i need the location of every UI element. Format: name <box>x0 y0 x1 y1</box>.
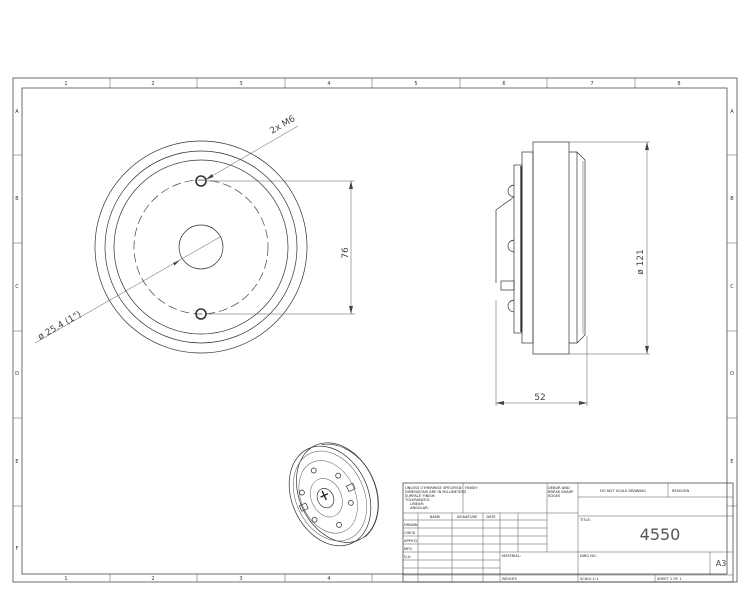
zone-row-a: A <box>15 109 19 115</box>
zone-col-2-bottom: 2 <box>151 576 154 582</box>
zone-col-3: 3 <box>239 81 242 87</box>
rear-cover <box>513 164 523 334</box>
diameter-dimension: ø 121 <box>636 249 646 275</box>
row-label-approved: APPV'D <box>404 539 417 543</box>
zone-row-e-right: E <box>730 459 733 465</box>
zone-row-d: D <box>15 371 19 377</box>
col-header-date: DATE <box>486 515 496 519</box>
zone-labels-top: 1 2 3 4 5 6 7 8 <box>64 81 680 87</box>
hole-spacing-dimension: 76 <box>341 247 351 259</box>
zone-row-d-right: D <box>730 371 734 377</box>
hole-callout: 2x M6 <box>269 114 298 136</box>
zone-row-c-right: C <box>730 284 734 290</box>
center-bore-circle <box>178 224 224 270</box>
zone-row-b: B <box>15 196 19 202</box>
zone-row-f: F <box>16 546 19 552</box>
note-line: DIMENSIONS ARE IN MILLIMETERS <box>405 490 467 494</box>
zone-row-a-right: A <box>730 109 734 115</box>
zone-col-4: 4 <box>327 81 330 87</box>
row-label-qa: Q.A <box>404 555 411 559</box>
title-block: UNLESS OTHERWISE SPECIFIED: DIMENSIONS A… <box>402 482 734 583</box>
isometric-view <box>288 442 379 547</box>
screw-head <box>507 299 515 313</box>
rim-step-circle <box>104 150 298 344</box>
deburr-note: DEBUR AND <box>548 486 570 490</box>
row-label-checked: CHK'D <box>404 531 416 535</box>
note-line: LINEAR: <box>410 502 424 506</box>
zone-col-1: 1 <box>64 81 67 87</box>
zone-labels-side: A B C D E F A B C D E <box>15 109 734 552</box>
col-header-name: NAME <box>430 515 441 519</box>
note-line: UNLESS OTHERWISE SPECIFIED: <box>405 486 463 490</box>
outer-rim-circle <box>94 140 308 354</box>
bore-callout-leader <box>34 236 221 344</box>
zone-col-6: 6 <box>502 81 505 87</box>
deburr-note: BREAK SHARP <box>548 490 574 494</box>
bore-callout: ø 25.4 (1") <box>37 310 84 343</box>
depth-dimension: 52 <box>534 393 545 403</box>
zone-row-c: C <box>15 284 19 290</box>
row-label-mfg: MFG <box>404 547 412 551</box>
drawing-title: 4550 <box>640 525 681 544</box>
zone-col-7: 7 <box>590 81 593 87</box>
front-view: 76 2x M6 ø 25.4 (1") <box>34 114 355 354</box>
zone-ticks <box>13 78 737 582</box>
zone-col-8: 8 <box>677 81 680 87</box>
finish-label: FINISH: <box>465 486 478 490</box>
terminal-bracket <box>495 196 515 283</box>
scale-label: SCALE:1:1 <box>580 577 599 581</box>
sheet-label: SHEET 1 OF 1 <box>657 577 682 581</box>
row-label-drawn: DRAWN <box>404 523 418 527</box>
inner-frame <box>21 87 728 575</box>
zone-col-2: 2 <box>151 81 154 87</box>
revision-label: REVISION <box>672 489 689 493</box>
rear-plate <box>521 151 534 344</box>
dwg-no-label: DWG NO. <box>580 554 597 558</box>
front-step <box>569 151 586 344</box>
material-label: MATERIAL: <box>502 554 521 558</box>
deburr-note: EDGES <box>548 494 561 498</box>
terminal <box>500 280 515 291</box>
zone-col-3-bottom: 3 <box>239 576 242 582</box>
screw-head <box>507 239 515 253</box>
weight-label: WEIGHT: <box>502 577 517 581</box>
outer-border <box>12 77 738 583</box>
note-line: SURFACE FINISH: <box>405 494 436 498</box>
bolt-circle <box>133 179 269 315</box>
housing-body <box>532 141 570 355</box>
zone-row-b-right: B <box>730 196 734 202</box>
mounting-hole-top <box>195 175 207 187</box>
note-line: TOLERANCES: <box>404 498 430 502</box>
note-line: ANGULAR: <box>410 506 429 510</box>
zone-col-1-bottom: 1 <box>64 576 67 582</box>
sheet-size: A3 <box>716 559 727 568</box>
face-circle <box>113 159 289 335</box>
zone-col-4-bottom: 4 <box>327 576 330 582</box>
title-label: TITLE: <box>579 518 591 522</box>
zone-labels-bottom: 1 2 3 4 <box>64 576 330 582</box>
zone-row-e: E <box>15 459 18 465</box>
zone-col-5: 5 <box>414 81 417 87</box>
hole-callout-leader <box>204 125 299 181</box>
screw-head <box>507 184 515 198</box>
col-header-signature: SIGNATURE <box>457 515 478 519</box>
do-not-scale-note: DO NOT SCALE DRAWING <box>600 489 646 493</box>
side-view: ø 121 52 <box>495 141 650 406</box>
